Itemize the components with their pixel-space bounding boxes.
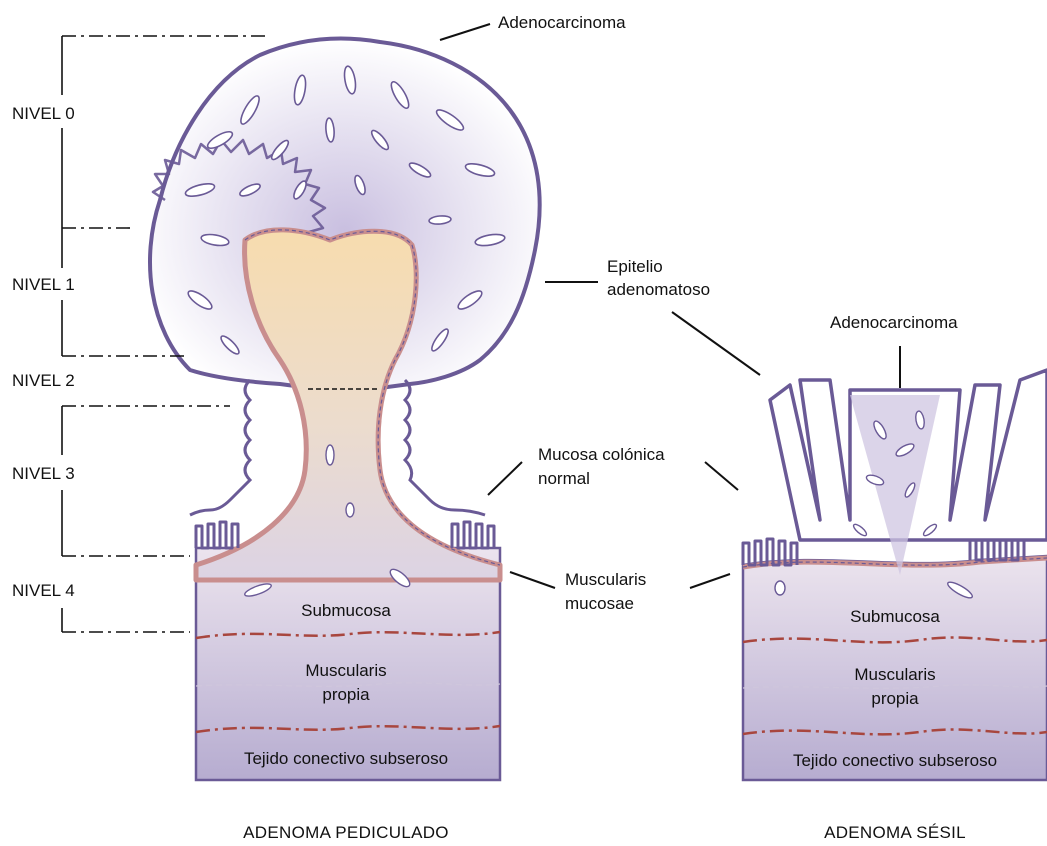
adenocarcinoma-top-label: Adenocarcinoma <box>498 13 626 32</box>
level-4-label: NIVEL 4 <box>12 581 75 600</box>
level-1-label: NIVEL 1 <box>12 275 75 294</box>
level-3-label: NIVEL 3 <box>12 464 75 483</box>
left-propia-label-line2: propia <box>322 685 370 704</box>
mucosa-label-line1: Mucosa colónica <box>538 445 665 464</box>
left-submucosa-label: Submucosa <box>301 601 391 620</box>
caption-sessile: ADENOMA SÉSIL <box>824 823 966 842</box>
muscularis-mucosae-label-line2: mucosae <box>565 594 634 613</box>
level-2-label: NIVEL 2 <box>12 371 75 390</box>
mucosa-label-line2: normal <box>538 469 590 488</box>
epitelio-label-line2: adenomatoso <box>607 280 710 299</box>
left-serosa-label: Tejido conectivo subseroso <box>244 749 448 768</box>
right-propia-label-line1: Muscularis <box>854 665 935 684</box>
muscularis-mucosae-label-line1: Muscularis <box>565 570 646 589</box>
sessile-adenoma: Submucosa Muscularis propia Tejido conec… <box>743 370 1047 780</box>
right-serosa-label: Tejido conectivo subseroso <box>793 751 997 770</box>
epitelio-label-line1: Epitelio <box>607 257 663 276</box>
left-stalk-epithelium-right <box>405 380 485 515</box>
left-stalk-epithelium-left <box>190 380 250 515</box>
pedunculated-adenoma: Submucosa Muscularis propia Tejido conec… <box>150 38 540 780</box>
caption-pedunculated: ADENOMA PEDICULADO <box>243 823 449 842</box>
adenocarcinoma-right-label: Adenocarcinoma <box>830 313 958 332</box>
left-propia-label-line1: Muscularis <box>305 661 386 680</box>
right-submucosa-label: Submucosa <box>850 607 940 626</box>
level-0-label: NIVEL 0 <box>12 104 75 123</box>
right-propia-label-line2: propia <box>871 689 919 708</box>
